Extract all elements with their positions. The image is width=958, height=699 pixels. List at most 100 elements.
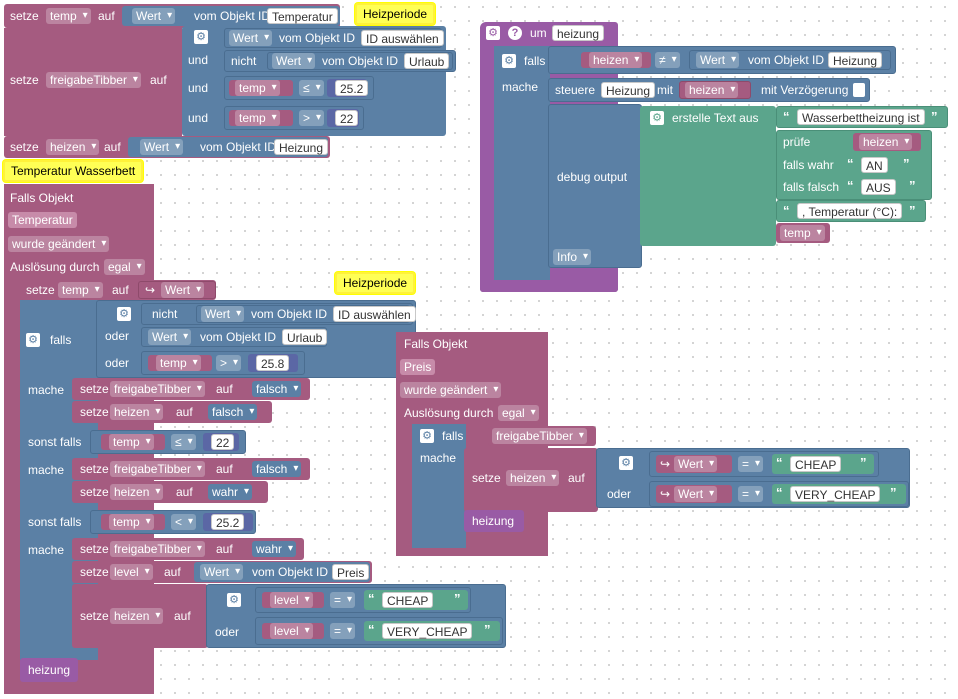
not-block[interactable]: nicht Wert vom Objekt ID ID auswählen <box>141 303 416 325</box>
or-block[interactable]: ⚙ oder oder nicht Wert vom Objekt ID ID … <box>96 300 416 378</box>
and-block[interactable]: ⚙ und und und Wert vom Objekt ID ID ausw… <box>182 26 456 136</box>
gear-icon[interactable]: ⚙ <box>619 456 633 470</box>
wert-dropdown[interactable]: Wert <box>674 456 718 472</box>
get-value-block[interactable]: Wert vom Objekt ID Heizung <box>689 50 891 70</box>
event-value-block[interactable]: ↪ Wert <box>656 455 732 473</box>
var-dropdown-level[interactable]: level <box>110 564 153 580</box>
wert-dropdown[interactable]: Wert <box>201 306 245 322</box>
object-id-field[interactable]: Urlaub <box>404 53 450 69</box>
set-freigabe-wahr-block[interactable]: setze freigabeTibber auf wahr <box>72 538 304 560</box>
get-freigabe-block[interactable]: freigabeTibber <box>488 426 596 446</box>
call-heizung-block[interactable]: heizung <box>20 658 78 682</box>
text-field[interactable]: AUS <box>861 179 896 195</box>
text-join-block[interactable]: ⚙ erstelle Text aus <box>640 106 776 246</box>
set-freigabe-falsch-block[interactable]: setze freigabeTibber auf falsch <box>72 378 310 400</box>
number-field[interactable]: 22 <box>211 434 235 450</box>
object-id-field[interactable]: Temperatur <box>8 212 77 228</box>
trigger-dropdown[interactable]: wurde geändert <box>400 382 502 398</box>
text-literal-block[interactable]: “ CHEAP ” <box>772 454 874 474</box>
number-field[interactable]: 25.8 <box>256 355 290 371</box>
text-field[interactable]: VERY_CHEAP <box>382 623 473 639</box>
operator-dropdown[interactable]: < <box>171 514 197 530</box>
event-value-block[interactable]: ↪ Wert <box>656 485 732 503</box>
ternary-block[interactable]: prüfe heizen falls wahr “ AN ” falls fal… <box>776 130 932 200</box>
object-id-field[interactable]: Urlaub <box>282 329 328 345</box>
gear-icon[interactable]: ⚙ <box>650 111 664 125</box>
text-literal-block[interactable]: “ , Temperatur (°C): ” <box>776 200 926 222</box>
gear-icon[interactable]: ⚙ <box>502 54 516 68</box>
var-dropdown-temp[interactable]: temp <box>58 282 103 298</box>
or-block[interactable]: ⚙ oder level = “ CHEAP ” level = “ VERY_… <box>206 584 506 648</box>
compare-block[interactable]: level = “ VERY_CHEAP ” <box>255 617 503 645</box>
operator-dropdown[interactable]: > <box>216 355 242 371</box>
wert-dropdown[interactable]: Wert <box>148 329 192 345</box>
not-block[interactable]: nicht Wert vom Objekt ID Urlaub <box>224 50 456 72</box>
gear-icon[interactable]: ⚙ <box>26 333 40 347</box>
object-id-field[interactable]: Preis <box>332 564 370 580</box>
gear-icon[interactable]: ⚙ <box>227 593 241 607</box>
set-temp-block[interactable]: setze temp auf Wert vom Objekt ID Temper… <box>4 4 340 28</box>
if-block[interactable]: ⚙ falls mache <box>412 424 466 548</box>
get-temp-block[interactable]: temp <box>776 223 830 243</box>
object-id-field[interactable]: ID auswählen <box>333 306 416 322</box>
var-dropdown-freigabe[interactable]: freigabeTibber <box>110 541 205 557</box>
var-dropdown-heizen[interactable]: heizen <box>506 470 560 486</box>
set-heizen-or-block[interactable]: setze heizen auf <box>464 448 598 512</box>
compare-block[interactable]: ↪ Wert = “ VERY_CHEAP ” <box>649 481 909 507</box>
operator-dropdown[interactable]: ≤ <box>299 80 324 96</box>
object-id-field[interactable]: Heizung <box>601 82 656 98</box>
gear-icon[interactable]: ⚙ <box>420 429 434 443</box>
comment-heizperiode[interactable]: Heizperiode <box>355 3 436 25</box>
set-level-block[interactable]: setze level auf Wert vom Objekt ID Preis <box>72 561 372 583</box>
if-block[interactable]: ⚙ falls mache <box>494 46 550 280</box>
text-literal-block[interactable]: “ VERY_CHEAP ” <box>364 621 500 641</box>
compare-block[interactable]: ↪ Wert = “ CHEAP ” <box>649 451 879 477</box>
if-else-block[interactable]: ⚙ falls mache sonst falls mache sonst fa… <box>20 300 98 660</box>
var-dropdown-temp[interactable]: temp <box>156 355 201 371</box>
set-freigabe-falsch-block[interactable]: setze freigabeTibber auf falsch <box>72 458 310 480</box>
text-field[interactable]: Wasserbettheizung ist <box>797 109 925 125</box>
gear-icon[interactable]: ⚙ <box>194 30 208 44</box>
set-heizen-or-block[interactable]: setze heizen auf <box>72 584 208 648</box>
operator-dropdown[interactable]: ≤ <box>171 434 196 450</box>
boolean-dropdown[interactable]: falsch <box>208 404 258 420</box>
var-dropdown-freigabe[interactable]: freigabeTibber <box>110 461 205 477</box>
set-temp-event-block[interactable]: setze temp auf ↪ Wert <box>20 280 216 300</box>
trigger-source-dropdown[interactable]: egal <box>498 405 539 421</box>
operator-dropdown[interactable]: = <box>738 486 764 502</box>
var-dropdown-temp[interactable]: temp <box>109 434 154 450</box>
trigger-dropdown[interactable]: wurde geändert <box>8 236 110 252</box>
get-value-block[interactable]: Wert vom Objekt ID ID auswählen <box>196 305 416 323</box>
number-field[interactable]: 25.2 <box>335 80 369 96</box>
compare-block[interactable]: temp < 25.2 <box>90 510 256 534</box>
trigger-source-dropdown[interactable]: egal <box>104 259 145 275</box>
get-value-block[interactable]: Wert vom Objekt ID Urlaub <box>141 327 328 347</box>
get-value-block[interactable]: Wert vom Objekt ID ID auswählen <box>224 28 444 48</box>
set-freigabe-block[interactable]: setze freigabeTibber auf <box>4 28 182 136</box>
number-field[interactable]: 25.2 <box>211 514 245 530</box>
object-id-field[interactable]: ID auswählen <box>361 30 444 46</box>
wert-dropdown[interactable]: Wert <box>140 139 184 155</box>
var-dropdown-temp[interactable]: temp <box>46 8 91 24</box>
operator-dropdown[interactable]: = <box>738 456 764 472</box>
comment-temperatur-wasserbett[interactable]: Temperatur Wasserbett <box>3 160 144 182</box>
var-dropdown-level[interactable]: level <box>270 623 313 639</box>
set-heizen-wahr-block[interactable]: setze heizen auf wahr <box>72 481 268 503</box>
get-value-block[interactable]: Wert vom Objekt ID Urlaub <box>267 52 453 70</box>
wert-dropdown[interactable]: Wert <box>674 486 718 502</box>
compare-block[interactable]: temp > 22 <box>224 106 364 130</box>
event-value-block[interactable]: ↪ Wert <box>138 281 216 299</box>
number-field[interactable]: 22 <box>335 110 359 126</box>
wert-dropdown[interactable]: Wert <box>696 52 740 68</box>
boolean-dropdown[interactable]: wahr <box>252 541 297 557</box>
compare-block[interactable]: temp ≤ 25.2 <box>224 76 374 100</box>
compare-block[interactable]: heizen ≠ Wert vom Objekt ID Heizung <box>548 46 896 74</box>
control-block[interactable]: steuere Heizung mit heizen mit Verzögeru… <box>548 78 870 102</box>
var-dropdown-heizen[interactable]: heizen <box>859 134 913 150</box>
wert-dropdown[interactable]: Wert <box>132 8 176 24</box>
var-dropdown-heizen[interactable]: heizen <box>110 484 164 500</box>
var-dropdown-heizen[interactable]: heizen <box>110 608 164 624</box>
compare-block[interactable]: temp > 25.8 <box>141 351 305 375</box>
text-field[interactable]: VERY_CHEAP <box>790 486 881 502</box>
var-dropdown-heizen[interactable]: heizen <box>110 404 164 420</box>
